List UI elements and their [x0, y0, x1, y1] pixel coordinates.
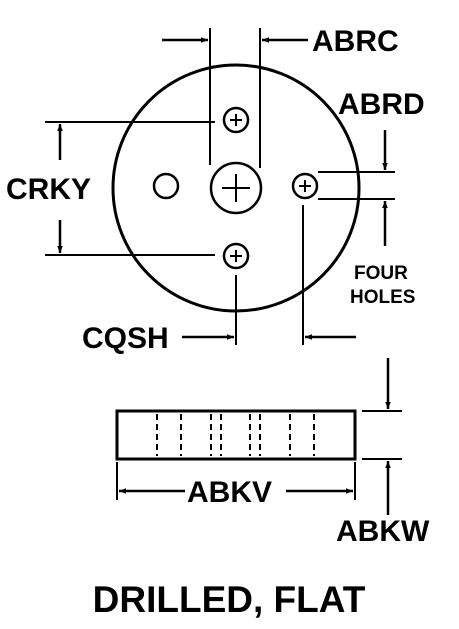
label-holes: HOLES	[350, 287, 415, 308]
label-cqsh: CQSH	[82, 322, 169, 355]
dimension-arrows	[57, 37, 388, 340]
hole-left	[152, 172, 180, 200]
disc-side-view	[115, 358, 402, 515]
label-abkw: ABKW	[336, 515, 430, 548]
extension-lines	[45, 28, 395, 345]
label-abkv: ABKV	[187, 476, 272, 509]
hidden-hole-lines	[156, 414, 315, 456]
label-crky: CRKY	[6, 173, 91, 206]
side-view-outline	[115, 409, 357, 461]
label-four: FOUR	[354, 263, 408, 284]
side-extension-lines	[116, 410, 402, 500]
caption: DRILLED, FLAT	[93, 579, 366, 620]
label-abrd: ABRD	[338, 88, 425, 121]
label-abrc: ABRC	[312, 25, 399, 58]
side-dimension-arrows	[119, 358, 391, 515]
hole-centre-marks	[222, 114, 311, 262]
